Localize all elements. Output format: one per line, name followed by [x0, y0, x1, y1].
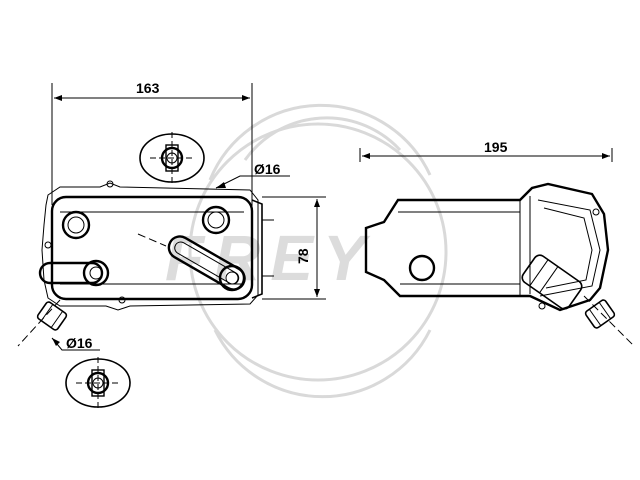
watermark-ring-outer — [188, 122, 448, 382]
diameter-callout-bottom: Ø16 — [51, 335, 100, 351]
diameter-callout-top: Ø16 — [215, 161, 290, 189]
watermark-arc-inner — [243, 116, 402, 161]
diameter-label-bottom: Ø16 — [66, 335, 93, 351]
frey-watermark-logo — [188, 103, 448, 399]
dimension-163: 163 — [51, 80, 253, 210]
watermark-arc-top — [208, 103, 432, 181]
diameter-label-top: Ø16 — [254, 161, 281, 177]
dimension-78: 78 — [262, 196, 326, 300]
dimension-label-78: 78 — [295, 248, 311, 264]
dimension-label-163: 163 — [136, 80, 160, 96]
oil-cooler-side-view — [364, 182, 635, 347]
dimension-195: 195 — [359, 139, 613, 162]
oil-cooler-front-view — [17, 180, 274, 347]
watermark-text: FREY — [165, 222, 376, 294]
port-detail-top — [139, 132, 205, 184]
dimension-label-195: 195 — [484, 139, 508, 155]
port-detail-bottom — [65, 357, 131, 409]
watermark-arc-bottom — [213, 329, 432, 399]
